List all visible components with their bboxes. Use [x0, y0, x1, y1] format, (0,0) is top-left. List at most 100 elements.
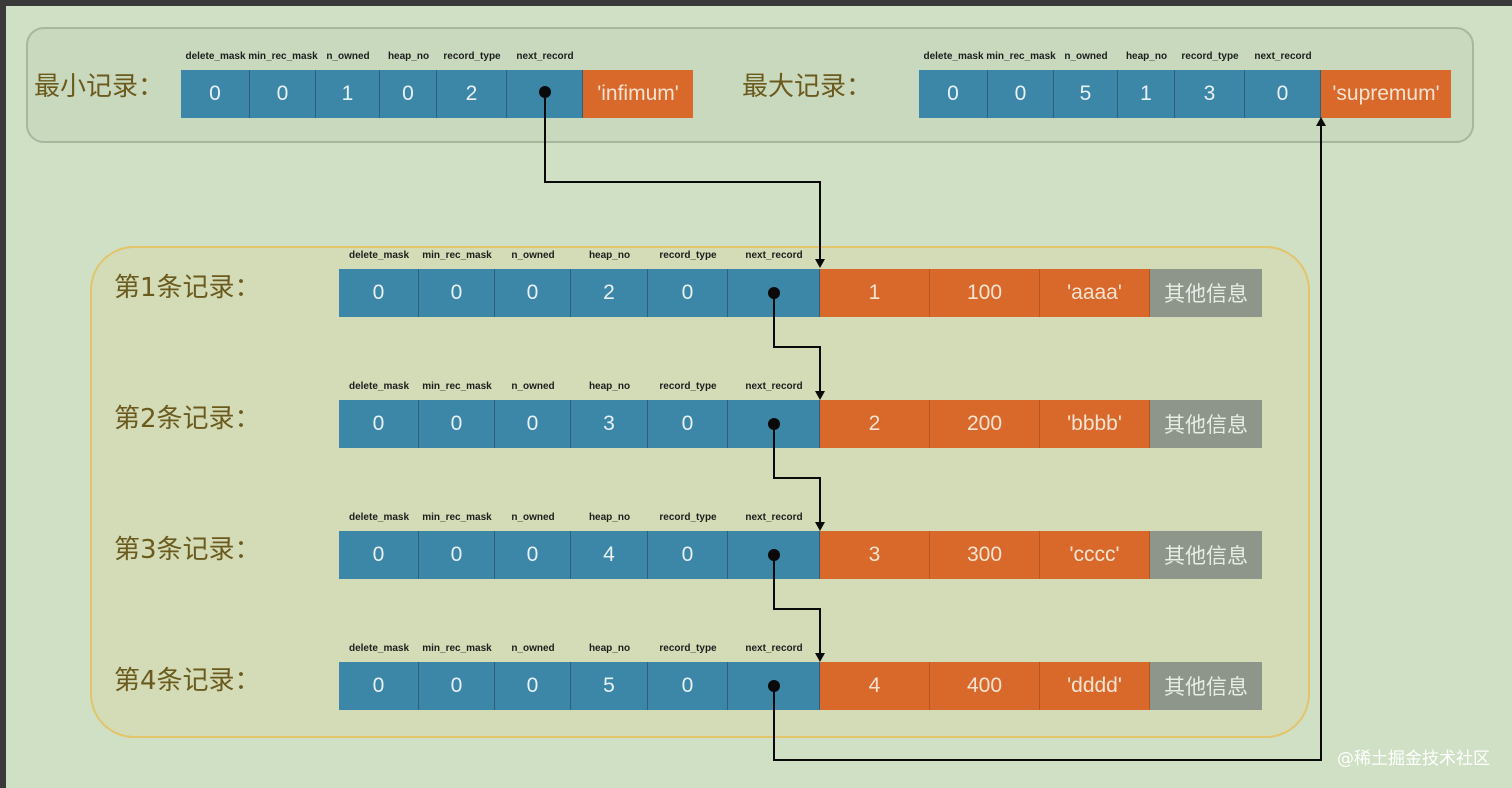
record-1-header-record-type: record_type: [659, 250, 717, 261]
user-records-panel: [90, 246, 1310, 738]
supremum-arrowhead: [1316, 117, 1326, 126]
supremum-record-type-cell: 3: [1175, 70, 1245, 118]
supremum-header-n-owned: n_owned: [1064, 51, 1108, 62]
record-1-header-min-rec-mask: min_rec_mask: [422, 250, 492, 261]
record-1-heap-no-cell: 2: [571, 269, 648, 317]
record-3-header-delete-mask: delete_mask: [348, 512, 410, 523]
record-1-header-next-record: next_record: [745, 250, 803, 261]
record-4-header-min-rec-mask: min_rec_mask: [422, 643, 492, 654]
record-1-n-owned-cell: 0: [495, 269, 571, 317]
record-1-label: 第1条记录：: [114, 273, 261, 303]
infimum-header-next-record: next_record: [516, 51, 574, 62]
supremum-header-min-rec-mask: min_rec_mask: [986, 51, 1056, 62]
record-4-to-supremum-line: [773, 126, 1322, 761]
record-1-delete-mask-cell: 0: [339, 269, 419, 317]
record-3-label: 第3条记录：: [114, 535, 261, 565]
infimum-header-record-type: record_type: [443, 51, 501, 62]
record-4-header-delete-mask: delete_mask: [348, 643, 410, 654]
record-2-header-min-rec-mask: min_rec_mask: [422, 381, 492, 392]
record-4-delete-mask-cell: 0: [339, 662, 419, 710]
record-2-header-next-record: next_record: [745, 381, 803, 392]
record-1-header-heap-no: heap_no: [588, 250, 631, 261]
infimum-record-type-cell: 2: [437, 70, 507, 118]
record-4-header-heap-no: heap_no: [588, 643, 631, 654]
supremum-heap-no-cell: 1: [1118, 70, 1175, 118]
supremum-header-next-record: next_record: [1254, 51, 1312, 62]
record-2-record-type-cell: 0: [648, 400, 728, 448]
record-2-label: 第2条记录：: [114, 404, 261, 434]
record-3-min-rec-mask-cell: 0: [419, 531, 495, 579]
record-3-delete-mask-cell: 0: [339, 531, 419, 579]
record-3-header-record-type: record_type: [659, 512, 717, 523]
supremum-label: 最大记录：: [742, 72, 873, 102]
record-1-arrowhead: [815, 259, 825, 268]
infimum-header-n-owned: n_owned: [326, 51, 370, 62]
record-4-arrowhead: [815, 653, 825, 662]
supremum-header-record-type: record_type: [1181, 51, 1239, 62]
infimum-heap-no-cell: 0: [380, 70, 437, 118]
infimum-min-rec-mask-cell: 0: [250, 70, 316, 118]
record-2-header-delete-mask: delete_mask: [348, 381, 410, 392]
record-4-data-cell-1: 4: [820, 662, 930, 710]
supremum-name-cell: 'supremum': [1321, 70, 1451, 118]
record-4-data-cell-2: 400: [930, 662, 1040, 710]
record-4-data-cell-3: 'dddd': [1040, 662, 1150, 710]
infimum-label: 最小记录：: [34, 72, 165, 102]
supremum-delete-mask-cell: 0: [919, 70, 988, 118]
infimum-header-delete-mask: delete_mask: [185, 51, 246, 62]
supremum-header-delete-mask: delete_mask: [923, 51, 984, 62]
record-1-to-record-2-line: [773, 293, 821, 392]
infimum-header-heap-no: heap_no: [387, 51, 430, 62]
record-3-data-cell-2: 300: [930, 531, 1040, 579]
record-4-header-n-owned: n_owned: [511, 643, 555, 654]
record-4-record-type-cell: 0: [648, 662, 728, 710]
record-1-data-cell-3: 'aaaa': [1040, 269, 1150, 317]
record-3-to-record-4-line: [773, 555, 821, 654]
record-1-other-info-cell: 其他信息: [1150, 269, 1262, 317]
record-2-data-cell-1: 2: [820, 400, 930, 448]
infimum-n-owned-cell: 1: [316, 70, 380, 118]
record-4-n-owned-cell: 0: [495, 662, 571, 710]
record-2-header-heap-no: heap_no: [588, 381, 631, 392]
record-1-record-type-cell: 0: [648, 269, 728, 317]
record-2-header-record-type: record_type: [659, 381, 717, 392]
supremum-min-rec-mask-cell: 0: [988, 70, 1054, 118]
record-3-record-type-cell: 0: [648, 531, 728, 579]
record-2-min-rec-mask-cell: 0: [419, 400, 495, 448]
record-3-header-heap-no: heap_no: [588, 512, 631, 523]
infimum-header-min-rec-mask: min_rec_mask: [248, 51, 318, 62]
record-3-heap-no-cell: 4: [571, 531, 648, 579]
record-2-data-cell-2: 200: [930, 400, 1040, 448]
infimum-to-record-1-line: [544, 92, 821, 260]
record-2-n-owned-cell: 0: [495, 400, 571, 448]
record-3-data-cell-1: 3: [820, 531, 930, 579]
record-4-label: 第4条记录：: [114, 666, 261, 696]
record-3-n-owned-cell: 0: [495, 531, 571, 579]
record-4-other-info-cell: 其他信息: [1150, 662, 1262, 710]
record-3-data-cell-3: 'cccc': [1040, 531, 1150, 579]
record-2-arrowhead: [815, 391, 825, 400]
record-2-heap-no-cell: 3: [571, 400, 648, 448]
record-3-header-min-rec-mask: min_rec_mask: [422, 512, 492, 523]
record-1-header-n-owned: n_owned: [511, 250, 555, 261]
watermark: @稀土掘金技术社区: [1337, 749, 1490, 769]
supremum-header-heap-no: heap_no: [1125, 51, 1168, 62]
infimum-name-cell: 'infimum': [583, 70, 693, 118]
diagram-canvas: [6, 6, 1512, 788]
record-3-header-n-owned: n_owned: [511, 512, 555, 523]
record-4-header-next-record: next_record: [745, 643, 803, 654]
record-1-data-cell-1: 1: [820, 269, 930, 317]
record-3-other-info-cell: 其他信息: [1150, 531, 1262, 579]
record-4-min-rec-mask-cell: 0: [419, 662, 495, 710]
record-1-header-delete-mask: delete_mask: [348, 250, 410, 261]
record-3-header-next-record: next_record: [745, 512, 803, 523]
record-2-header-n-owned: n_owned: [511, 381, 555, 392]
supremum-n-owned-cell: 5: [1054, 70, 1118, 118]
record-4-heap-no-cell: 5: [571, 662, 648, 710]
